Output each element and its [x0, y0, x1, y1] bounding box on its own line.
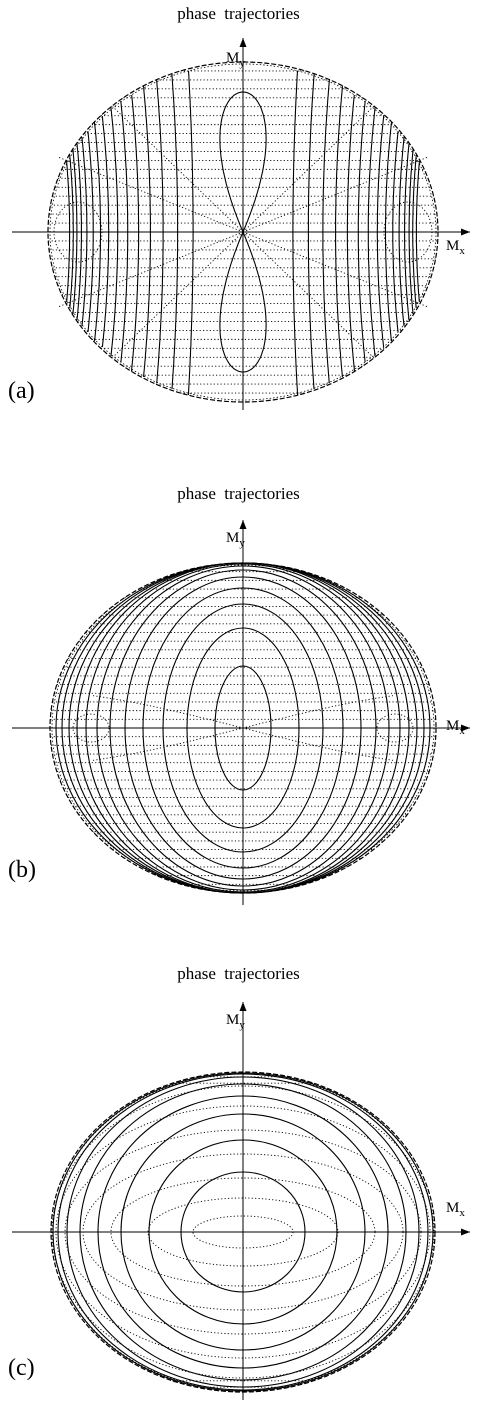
panel-title: phase trajectories: [177, 964, 300, 983]
separatrix: [112, 231, 244, 358]
separatrix: [242, 106, 374, 233]
solid-trajectory: [292, 70, 299, 396]
solid-trajectory: [346, 94, 356, 372]
panel-title: phase trajectories: [177, 4, 300, 23]
panel-title: phase trajectories: [177, 484, 300, 503]
panel-a: phase trajectories My Mx (a): [0, 0, 477, 460]
solid-trajectory: [130, 94, 140, 372]
panel-label: (c): [8, 1355, 35, 1381]
y-axis-label: My: [226, 1012, 245, 1031]
panel-label: (a): [8, 378, 35, 404]
separatrix: [112, 106, 244, 233]
x-axis-label: Mx: [446, 238, 465, 257]
x-axis-arrow: [461, 1228, 470, 1236]
x-axis-label: Mx: [446, 718, 465, 737]
solid-trajectory: [187, 70, 194, 396]
phase-portrait-b: [12, 520, 470, 905]
y-axis-arrow: [239, 38, 247, 47]
y-axis-label: My: [226, 530, 245, 549]
x-axis-label: Mx: [446, 1200, 465, 1219]
phase-portrait-a: [12, 38, 470, 410]
y-axis-label: My: [226, 50, 245, 69]
y-axis-arrow: [239, 1002, 247, 1011]
panel-c: phase trajectories My Mx (c): [0, 960, 477, 1420]
separatrix: [242, 231, 374, 358]
panel-label: (b): [8, 857, 36, 883]
x-axis-arrow: [461, 228, 470, 236]
x-axis-arrow: [461, 724, 470, 732]
phase-portrait-c: [12, 1002, 470, 1400]
y-axis-arrow: [239, 520, 247, 529]
panel-b: phase trajectories My Mx (b): [0, 480, 477, 940]
